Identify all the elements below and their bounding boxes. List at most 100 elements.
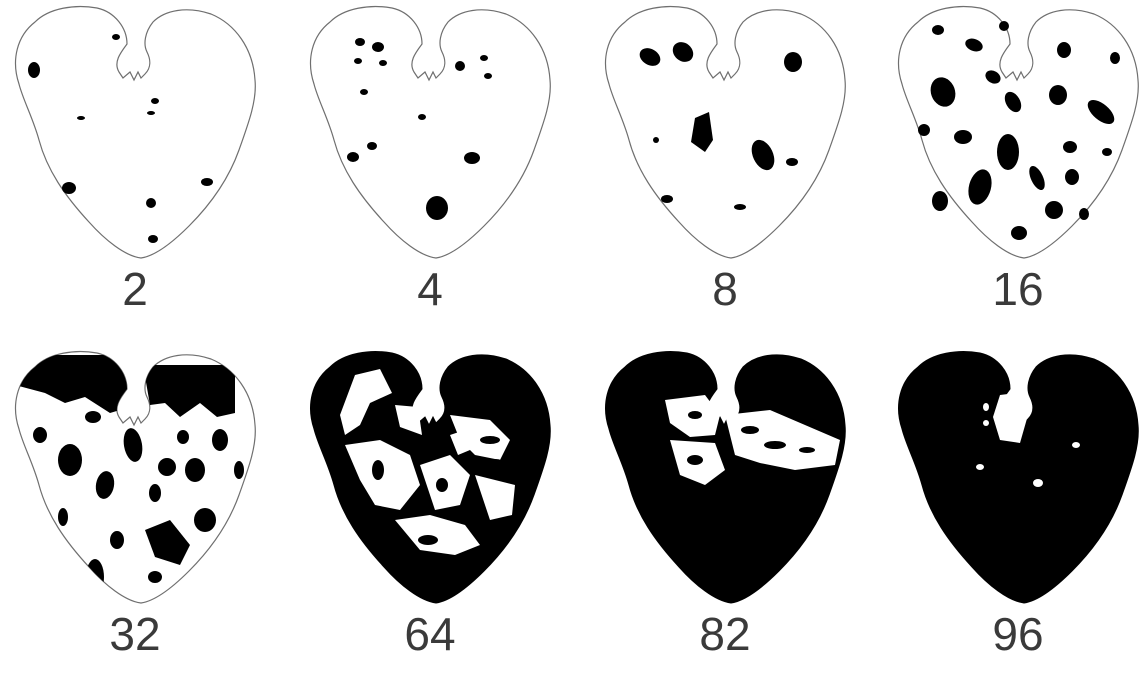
lesion xyxy=(77,116,85,120)
lesion xyxy=(379,60,387,66)
lesion xyxy=(954,130,972,144)
lesion xyxy=(784,52,802,72)
heart-96 xyxy=(888,345,1142,615)
lesion xyxy=(360,89,368,95)
spared-region xyxy=(983,403,989,411)
lesion xyxy=(367,142,377,150)
lesion xyxy=(661,195,673,203)
heart-filled xyxy=(899,352,1139,603)
lesion xyxy=(480,436,500,444)
heart-16 xyxy=(888,0,1142,270)
coverage-label: 4 xyxy=(300,266,560,312)
lesion xyxy=(932,25,944,35)
heart-32 xyxy=(5,345,265,615)
lesion xyxy=(436,478,448,492)
lesion xyxy=(1065,169,1079,185)
heart-outline xyxy=(899,7,1139,258)
heart-2 xyxy=(5,0,265,270)
heart-64 xyxy=(300,345,560,615)
lesion xyxy=(347,152,359,162)
lesion xyxy=(26,473,36,489)
lesion xyxy=(786,158,798,166)
lesion xyxy=(372,460,384,480)
lesion xyxy=(149,484,161,502)
lesion xyxy=(486,459,504,467)
coverage-label: 16 xyxy=(888,266,1142,312)
lesion xyxy=(653,137,659,143)
lesion xyxy=(918,124,930,136)
lesion xyxy=(1063,141,1077,153)
panel-8: 8 xyxy=(595,0,855,330)
lesion xyxy=(426,196,448,220)
lesion xyxy=(932,191,948,211)
lesion xyxy=(764,441,786,449)
lesion xyxy=(354,58,362,64)
lesion xyxy=(58,444,82,476)
lesion xyxy=(151,98,159,104)
lesion xyxy=(799,447,815,453)
lesion xyxy=(741,426,759,434)
lesion xyxy=(734,204,746,210)
lesion xyxy=(147,111,155,115)
lesion xyxy=(110,531,124,549)
lesion xyxy=(58,508,68,526)
lesion xyxy=(234,461,244,479)
lesion xyxy=(355,38,365,46)
lesion xyxy=(185,458,205,482)
lesion xyxy=(999,21,1009,31)
lesion xyxy=(212,429,228,451)
lesion xyxy=(480,55,488,61)
lesion xyxy=(146,198,156,208)
coverage-label: 8 xyxy=(595,266,855,312)
lesion xyxy=(1045,201,1063,219)
spared-region xyxy=(983,420,989,426)
lesion xyxy=(455,61,465,71)
lesion xyxy=(688,411,702,419)
coverage-label: 2 xyxy=(5,266,265,312)
panel-4: 4 xyxy=(300,0,560,330)
coverage-label: 32 xyxy=(5,611,265,657)
heart-4 xyxy=(300,0,560,270)
heart-outline xyxy=(606,7,846,258)
heart-8 xyxy=(595,0,855,270)
panel-64: 64 xyxy=(300,345,560,675)
spared-region xyxy=(976,464,984,470)
panel-32: 32 xyxy=(5,345,265,675)
heart-filled xyxy=(606,352,846,603)
heart-outline xyxy=(311,7,551,258)
lesion xyxy=(1079,208,1089,220)
panel-96: 96 xyxy=(888,345,1142,675)
lesion xyxy=(484,73,492,79)
heart-82 xyxy=(595,345,855,615)
panel-82: 82 xyxy=(595,345,855,675)
lesion xyxy=(62,182,76,194)
lesion xyxy=(28,62,40,78)
lesion xyxy=(418,114,426,120)
lesion xyxy=(1110,52,1120,64)
lesion xyxy=(148,235,158,243)
heart-outline xyxy=(16,7,256,258)
coverage-label: 96 xyxy=(888,611,1142,657)
spared-region xyxy=(1033,479,1043,487)
lesion xyxy=(201,178,213,186)
lesion xyxy=(85,411,101,423)
lesion xyxy=(997,134,1019,170)
spared-region xyxy=(1072,442,1080,448)
coverage-label: 82 xyxy=(595,611,855,657)
panel-2: 2 xyxy=(5,0,265,330)
panel-16: 16 xyxy=(888,0,1142,330)
lesion xyxy=(148,571,162,583)
lesion xyxy=(1011,226,1027,240)
lesion xyxy=(464,152,480,164)
lesion xyxy=(112,34,120,40)
lesion xyxy=(372,42,384,52)
lesion xyxy=(1049,85,1067,105)
lesion xyxy=(1057,42,1071,58)
lesion xyxy=(158,458,176,476)
lesion xyxy=(418,535,438,545)
lesion xyxy=(687,455,703,465)
lesion xyxy=(177,430,189,444)
lesion xyxy=(1102,148,1112,156)
lesion xyxy=(33,427,47,443)
